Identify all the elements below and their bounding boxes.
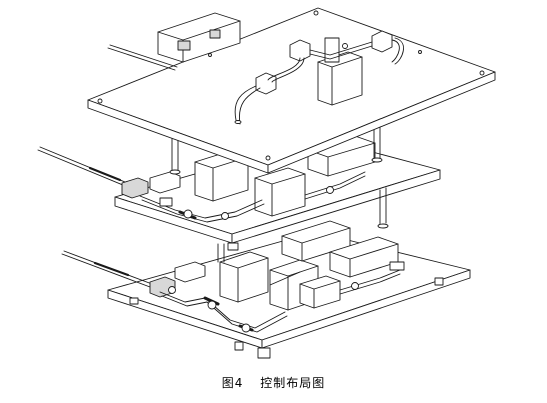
- middle-posts: [217, 187, 389, 263]
- bottom-components: [149, 220, 405, 333]
- figure-title: 控制布局图: [260, 376, 326, 390]
- top-components: [234, 30, 404, 125]
- middle-rod: [37, 146, 138, 191]
- top-plate: [87, 7, 496, 174]
- control-layout-drawing: [37, 7, 496, 359]
- middle-components: [121, 135, 376, 223]
- figure-number: 图4: [221, 376, 244, 390]
- figure-caption: 图4 控制布局图: [0, 374, 547, 391]
- top-rod: [107, 44, 178, 71]
- bottom-rod: [61, 250, 153, 288]
- top-back-block: [157, 12, 241, 63]
